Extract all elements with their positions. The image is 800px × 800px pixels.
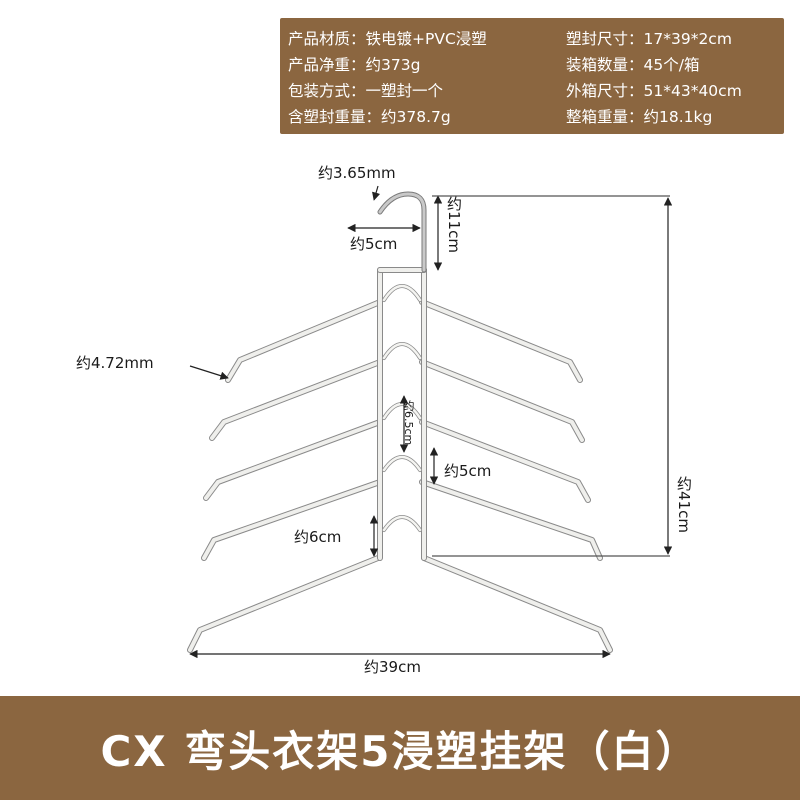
hanger-frame: [377, 191, 427, 561]
spec-material: 产品材质：铁电镀+PVC浸塑: [288, 30, 487, 48]
label-loop-width: 约5cm: [444, 462, 492, 480]
hanger-figure: 约3.65mm 约5cm 约11cm 约4.72mm 约6.5cm 约5cm 约…: [0, 140, 800, 695]
hanger-illustration: [187, 185, 673, 659]
spec-packing: 包装方式：一塑封一个: [288, 82, 444, 100]
spec-carton-size: 外箱尺寸：51*43*40cm: [566, 82, 742, 100]
label-hook-wire: 约3.65mm: [318, 164, 396, 182]
label-total-width: 约39cm: [364, 658, 421, 676]
spec-carton-weight: 整箱重量：约18.1kg: [566, 108, 713, 126]
spec-bag-size: 塑封尺寸：17*39*2cm: [566, 30, 732, 48]
dimension-lines: [189, 185, 673, 659]
spec-net-weight: 产品净重：约373g: [288, 56, 421, 74]
product-title: CX 弯头衣架5浸塑挂架（白）: [100, 726, 700, 776]
label-hook-width: 约5cm: [350, 235, 398, 253]
title-banner: CX 弯头衣架5浸塑挂架（白）: [0, 696, 800, 800]
spec-box-qty: 装箱数量：45个/箱: [566, 56, 700, 74]
label-hook-height: 约11cm: [445, 196, 463, 253]
spec-column-right: 塑封尺寸：17*39*2cm 装箱数量：45个/箱 外箱尺寸：51*43*40c…: [566, 26, 742, 130]
label-arm-wire: 约4.72mm: [76, 354, 154, 372]
spec-column-left: 产品材质：铁电镀+PVC浸塑 产品净重：约373g 包装方式：一塑封一个 含塑封…: [288, 26, 487, 130]
label-loop-gap: 约6.5cm: [402, 400, 415, 446]
label-total-height: 约41cm: [675, 476, 693, 533]
label-arm-spacing: 约6cm: [294, 528, 342, 546]
hanger-arms: [187, 299, 613, 653]
spec-panel: 产品材质：铁电镀+PVC浸塑 产品净重：约373g 包装方式：一塑封一个 含塑封…: [280, 18, 784, 134]
spec-packed-weight: 含塑封重量：约378.7g: [288, 108, 451, 126]
